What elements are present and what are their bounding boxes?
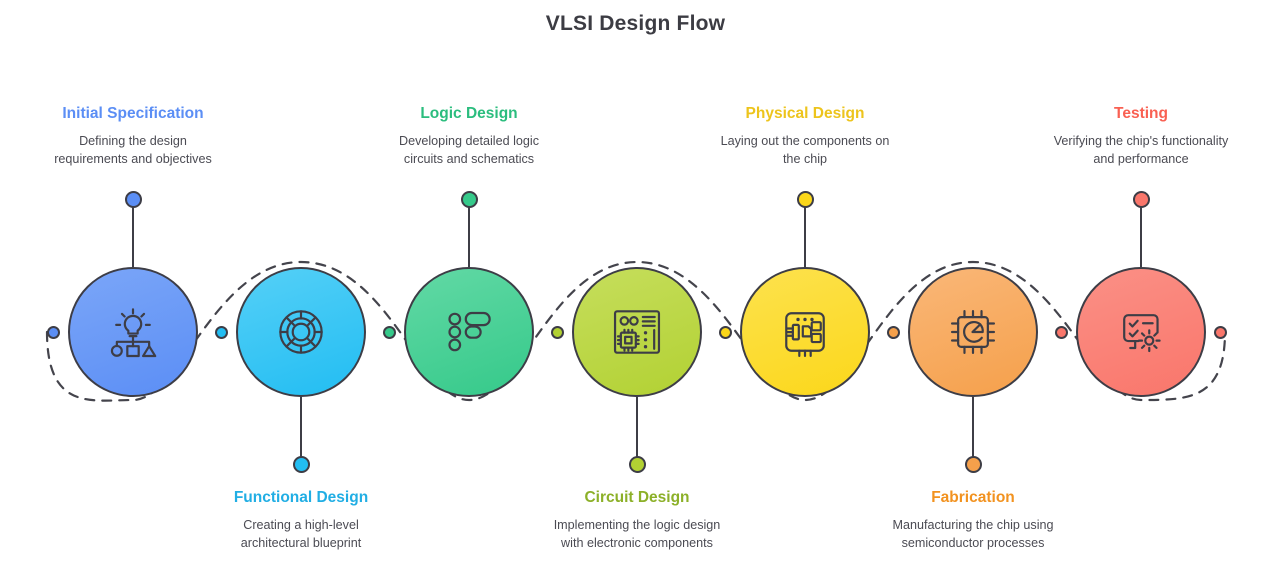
- step-description-7: Verifying the chip's functionality and p…: [1053, 134, 1229, 166]
- flow-node-4[interactable]: [572, 267, 702, 397]
- connector-stem-4: [635, 397, 639, 465]
- stem-dot-6: [964, 456, 982, 473]
- step-description-6: Manufacturing the chip using semiconduct…: [892, 518, 1054, 550]
- connector-dot-3: [383, 326, 396, 339]
- step-label-5: Physical Design: [745, 105, 865, 122]
- step-description-4: Implementing the logic design with elect…: [553, 518, 721, 550]
- flow-node-1[interactable]: [68, 267, 198, 397]
- stem-dot-4: [628, 456, 646, 473]
- connector-dot-7: [1055, 326, 1068, 339]
- connector-dot-end: [1214, 326, 1227, 339]
- step-label-1: Initial Specification: [62, 105, 204, 122]
- step-description-3: Developing detailed logic circuits and s…: [398, 134, 540, 166]
- step-description-1: Defining the design requirements and obj…: [54, 134, 212, 166]
- checklist-gear-icon: [1110, 301, 1172, 363]
- step-description-5: Laying out the components on the chip: [720, 134, 890, 166]
- step-circle-5[interactable]: [740, 267, 870, 397]
- logic-gate-list-icon: [438, 301, 500, 363]
- step-label-6: Fabrication: [931, 489, 1015, 506]
- lightbulb-hierarchy-icon: [102, 301, 164, 363]
- step-text-block-6: Fabrication Manufacturing the chip using…: [855, 488, 1091, 552]
- flow-node-5[interactable]: [740, 267, 870, 397]
- step-text-block-2: Functional Design Creating a high-level …: [183, 488, 419, 552]
- connector-dot-2: [215, 326, 228, 339]
- step-circle-7[interactable]: [1076, 267, 1206, 397]
- connector-dot-4: [551, 326, 564, 339]
- step-description-2: Creating a high-level architectural blue…: [240, 518, 362, 550]
- step-circle-6[interactable]: [908, 267, 1038, 397]
- step-circle-1[interactable]: [68, 267, 198, 397]
- connector-dot-5: [719, 326, 732, 339]
- connector-stem-1: [131, 207, 135, 267]
- connector-stem-6: [971, 397, 975, 465]
- stem-dot-3: [460, 191, 478, 208]
- step-label-7: Testing: [1114, 105, 1168, 122]
- page-title: VLSI Design Flow: [545, 12, 726, 35]
- step-circle-2[interactable]: [236, 267, 366, 397]
- connector-stem-2: [299, 397, 303, 465]
- step-label-2: Functional Design: [233, 489, 369, 506]
- blueprint-wheel-icon: [270, 301, 332, 363]
- chip-layout-icon: [774, 301, 836, 363]
- flow-node-7[interactable]: [1076, 267, 1206, 397]
- connector-dot-1: [47, 326, 60, 339]
- flow-node-6[interactable]: [908, 267, 1038, 397]
- stem-dot-5: [796, 191, 814, 208]
- cpu-wafer-icon: [942, 301, 1004, 363]
- step-text-block-4: Circuit Design Implementing the logic de…: [519, 488, 755, 552]
- stem-dot-7: [1132, 191, 1150, 208]
- step-text-block-1: Initial Specification Defining the desig…: [15, 104, 251, 168]
- step-text-block-5: Physical Design Laying out the component…: [687, 104, 923, 168]
- flow-node-2[interactable]: [236, 267, 366, 397]
- connector-stem-5: [803, 207, 807, 267]
- connector-stem-7: [1139, 207, 1143, 267]
- step-label-3: Logic Design: [420, 105, 518, 122]
- circuit-board-icon: [606, 301, 668, 363]
- step-text-block-7: Testing Verifying the chip's functionali…: [1023, 104, 1259, 168]
- step-circle-4[interactable]: [572, 267, 702, 397]
- connector-stem-3: [467, 207, 471, 267]
- stem-dot-2: [292, 456, 310, 473]
- step-text-block-3: Logic Design Developing detailed logic c…: [351, 104, 587, 168]
- step-circle-3[interactable]: [404, 267, 534, 397]
- step-label-4: Circuit Design: [584, 489, 690, 506]
- stem-dot-1: [124, 191, 142, 208]
- flow-node-3[interactable]: [404, 267, 534, 397]
- connector-dot-6: [887, 326, 900, 339]
